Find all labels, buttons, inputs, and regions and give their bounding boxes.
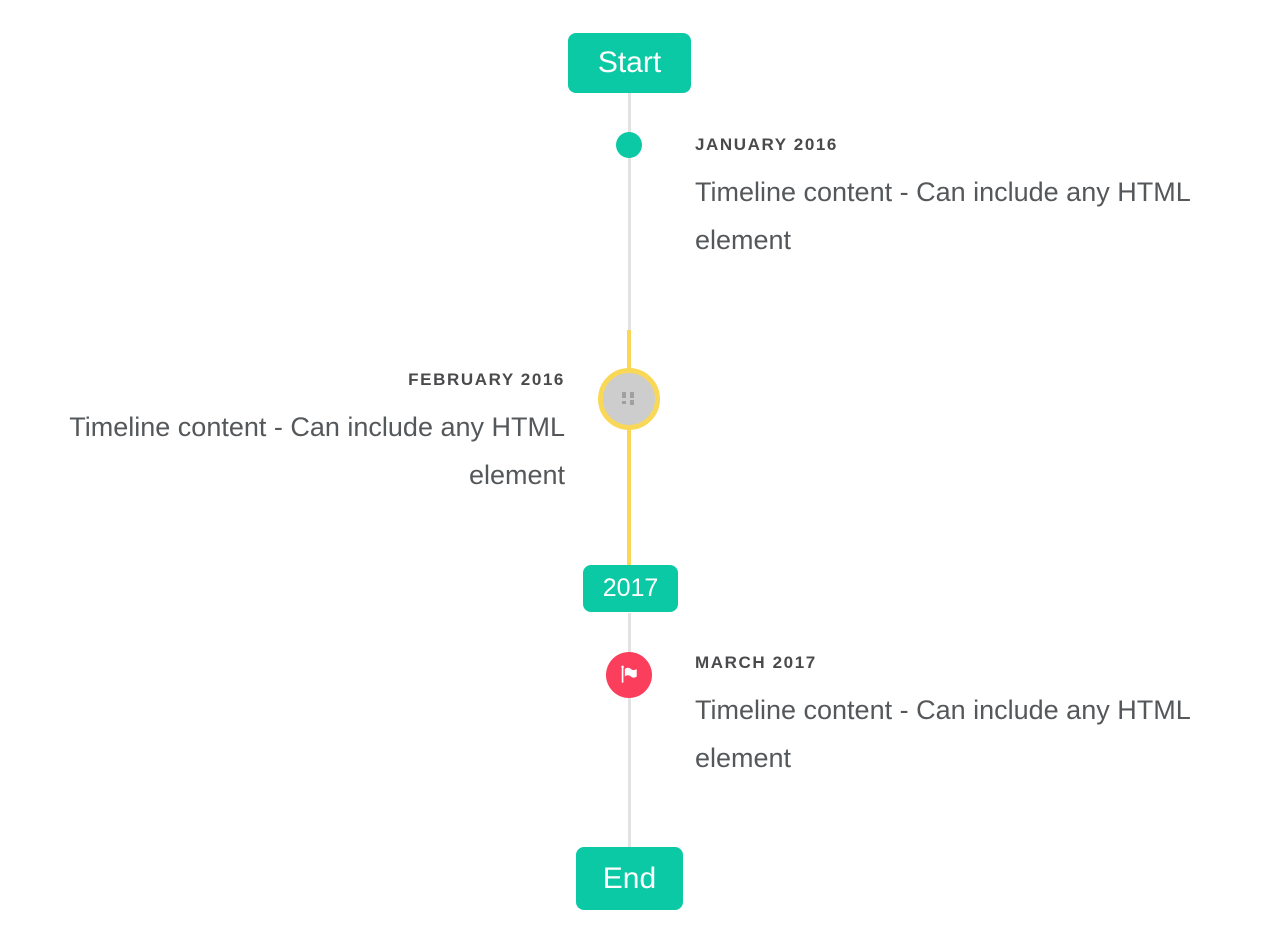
broken-image-icon — [621, 391, 637, 407]
entry-title-january: JANUARY 2016 — [695, 135, 838, 154]
start-badge: Start — [568, 33, 691, 93]
february-marker-circle — [598, 368, 660, 430]
start-badge-label: Start — [597, 46, 662, 79]
timeline-line-top — [628, 93, 631, 330]
year-badge-label: 2017 — [602, 574, 659, 602]
march-marker-circle — [606, 652, 652, 698]
january-marker-dot — [616, 132, 642, 158]
timeline-line-active — [627, 330, 631, 565]
end-badge-label: End — [602, 861, 657, 895]
entry-content-january: Timeline content - Can include any HTML … — [695, 177, 1190, 255]
end-badge: End — [576, 847, 683, 910]
entry-title-march: MARCH 2017 — [695, 653, 817, 672]
entry-title-february: FEBRUARY 2016 — [408, 370, 565, 389]
entry-content-february: Timeline content - Can include any HTML … — [69, 412, 565, 490]
timeline-line-bottom — [628, 613, 631, 847]
flag-icon — [618, 664, 640, 686]
year-badge: 2017 — [583, 565, 678, 612]
entry-content-march: Timeline content - Can include any HTML … — [695, 695, 1190, 773]
